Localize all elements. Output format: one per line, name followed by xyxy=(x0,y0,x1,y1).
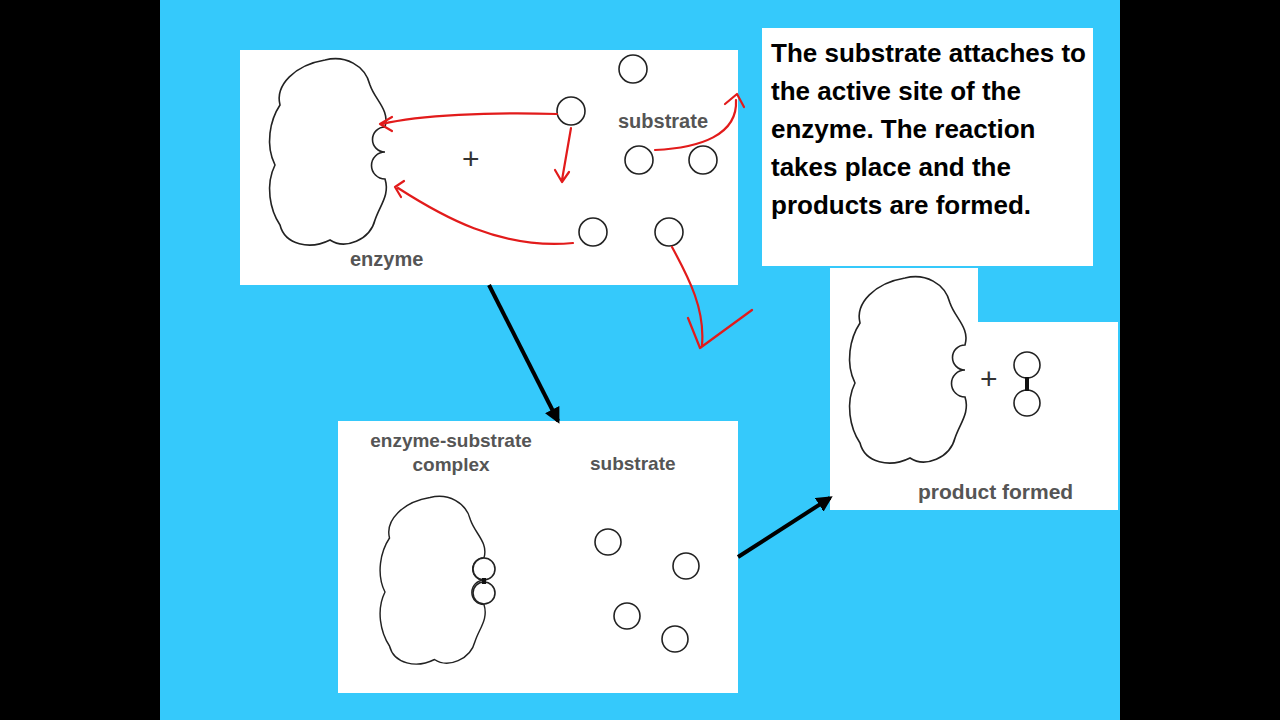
diagram-panel: + product formed xyxy=(830,268,1118,510)
enzyme-label: enzyme xyxy=(350,248,423,271)
substrate-label: substrate xyxy=(590,453,676,475)
substrate-label: substrate xyxy=(618,110,708,133)
complex-label: enzyme-substrate complex xyxy=(346,429,556,477)
diagram-panel: enzyme-substrate complex substrate xyxy=(338,421,738,693)
enzyme-shape xyxy=(380,496,485,664)
bond xyxy=(484,377,1027,584)
enzyme-shape xyxy=(270,59,387,245)
diagram-panel: substrate + enzyme xyxy=(240,50,738,285)
plus-sign: + xyxy=(462,142,480,176)
text-box: The substrate attaches to the active sit… xyxy=(762,28,1093,266)
explanation-text: The substrate attaches to the active sit… xyxy=(771,34,1086,224)
flow-arrow xyxy=(738,498,830,557)
panel-shape xyxy=(830,268,1118,510)
substrate-molecules xyxy=(473,55,1040,652)
enzyme-shape xyxy=(850,277,967,463)
plus-sign: + xyxy=(980,362,998,396)
product-label: product formed xyxy=(918,480,1073,504)
flow-arrow xyxy=(489,285,558,421)
